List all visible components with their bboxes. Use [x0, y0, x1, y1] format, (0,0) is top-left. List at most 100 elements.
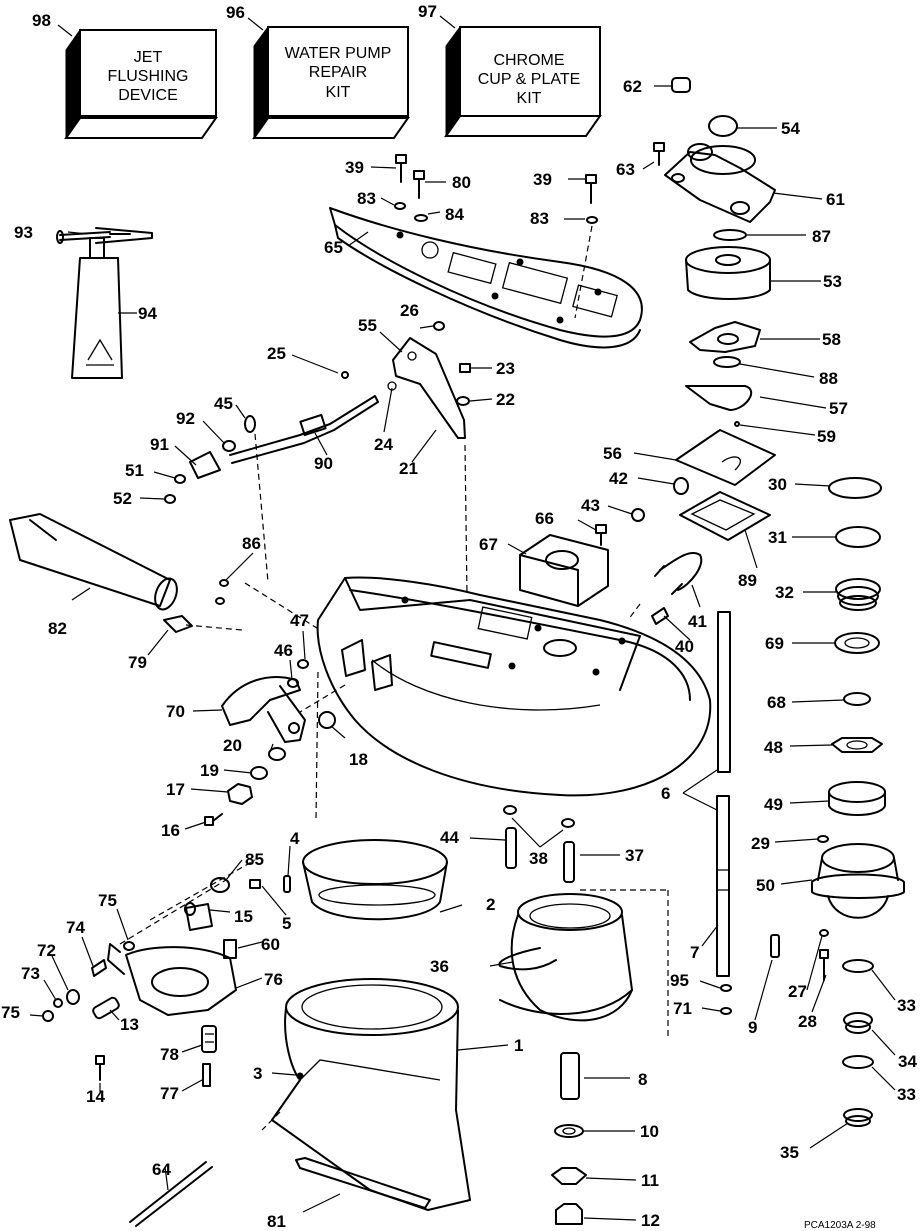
grease-tube-part	[56, 227, 153, 379]
callout-80: 80	[452, 173, 471, 192]
seals-right	[770, 477, 905, 1127]
callout-18: 18	[349, 750, 368, 769]
leader-lines	[29, 85, 896, 1221]
studs-part	[503, 805, 575, 883]
callout-65: 65	[324, 238, 343, 257]
callout-74: 74	[66, 918, 85, 937]
callout-21: 21	[399, 459, 418, 478]
callout-41: 41	[688, 612, 707, 631]
steering-nozzle-part	[9, 513, 321, 633]
kit-97-line-1: CHROME	[493, 52, 564, 69]
callout-82: 82	[48, 619, 67, 638]
kit-98-line-2: FLUSHING	[108, 68, 189, 85]
callout-39a: 39	[345, 158, 364, 177]
callout-95: 95	[670, 971, 689, 990]
callout-11: 11	[641, 1171, 659, 1190]
kit-box-water-pump-repair: WATER PUMP REPAIR KIT 96	[226, 3, 410, 140]
callout-33a: 33	[897, 996, 916, 1015]
callout-5: 5	[282, 914, 291, 933]
callout-2: 2	[486, 895, 495, 914]
callout-13: 13	[120, 1015, 139, 1034]
callout-96: 96	[226, 3, 245, 22]
callout-72: 72	[37, 941, 56, 960]
callout-48: 48	[764, 738, 783, 757]
callout-6: 6	[661, 784, 670, 803]
callout-42: 42	[609, 469, 628, 488]
bearing-stack-part	[551, 1052, 587, 1225]
callout-34: 34	[898, 1052, 917, 1071]
callout-90: 90	[314, 454, 333, 473]
callout-60: 60	[261, 935, 280, 954]
callout-77: 77	[160, 1084, 179, 1103]
kit-98-line-3: DEVICE	[118, 87, 178, 104]
callout-51: 51	[125, 461, 144, 480]
callout-62: 62	[623, 77, 642, 96]
callout-19: 19	[200, 761, 219, 780]
callout-85: 85	[245, 850, 264, 869]
callout-4: 4	[290, 829, 300, 848]
rod-and-bar-part	[129, 1157, 431, 1227]
kit-97-line-2: CUP & PLATE	[478, 71, 581, 88]
callout-10: 10	[640, 1122, 659, 1141]
callout-49: 49	[764, 795, 783, 814]
callout-30: 30	[768, 475, 787, 494]
callout-31: 31	[768, 528, 787, 547]
callout-37: 37	[625, 846, 644, 865]
callout-92: 92	[176, 409, 195, 428]
callout-67: 67	[479, 535, 498, 554]
callout-45: 45	[214, 394, 233, 413]
callout-64: 64	[152, 1160, 171, 1179]
callout-69: 69	[765, 634, 784, 653]
callout-9: 9	[748, 1018, 757, 1037]
drawing-code: PCA1203A 2-98	[804, 1220, 876, 1231]
callout-33b: 33	[897, 1085, 916, 1104]
intake-housing-part	[261, 978, 471, 1211]
callout-47: 47	[290, 611, 309, 630]
callout-98: 98	[32, 11, 51, 30]
callout-36: 36	[430, 957, 449, 976]
callout-8: 8	[638, 1070, 647, 1089]
callout-91: 91	[150, 435, 169, 454]
impeller-cup-part	[498, 893, 633, 1022]
callout-44: 44	[440, 828, 459, 847]
hose-fittings-part	[627, 551, 703, 625]
callout-61: 61	[826, 190, 845, 209]
callout-39b: 39	[533, 170, 552, 189]
water-pump-stack	[631, 77, 776, 541]
callout-58: 58	[822, 330, 841, 349]
callout-23: 23	[496, 359, 515, 378]
callout-59: 59	[817, 427, 836, 446]
callout-24: 24	[374, 435, 393, 454]
callout-70: 70	[166, 702, 185, 721]
bolts-top	[394, 154, 598, 319]
callout-38: 38	[529, 849, 548, 868]
callout-73: 73	[21, 964, 40, 983]
wear-ring-part	[302, 839, 448, 921]
callout-14: 14	[86, 1087, 105, 1106]
callout-55: 55	[358, 316, 377, 335]
callout-50: 50	[756, 876, 775, 895]
callout-76: 76	[264, 970, 283, 989]
kit-98-line-1: JET	[134, 49, 163, 66]
adapter-block-part	[519, 524, 609, 607]
callout-29: 29	[751, 834, 770, 853]
callout-26: 26	[400, 301, 419, 320]
kit-96-line-1: WATER PUMP	[285, 45, 392, 62]
callout-83a: 83	[357, 189, 376, 208]
callout-25: 25	[267, 344, 286, 363]
callout-43: 43	[581, 496, 600, 515]
callout-22: 22	[496, 390, 515, 409]
callout-46: 46	[274, 641, 293, 660]
callout-87: 87	[812, 227, 831, 246]
steering-cable-part	[164, 395, 379, 583]
kit-97-line-3: KIT	[517, 90, 542, 107]
callout-88: 88	[819, 369, 838, 388]
callout-93: 93	[14, 223, 33, 242]
callout-94: 94	[138, 304, 157, 323]
callout-75b: 75	[1, 1003, 20, 1022]
callout-1: 1	[514, 1036, 523, 1055]
kit-96-line-3: KIT	[326, 84, 351, 101]
callout-89: 89	[738, 571, 757, 590]
callout-71: 71	[673, 999, 692, 1018]
callout-28: 28	[798, 1012, 817, 1031]
